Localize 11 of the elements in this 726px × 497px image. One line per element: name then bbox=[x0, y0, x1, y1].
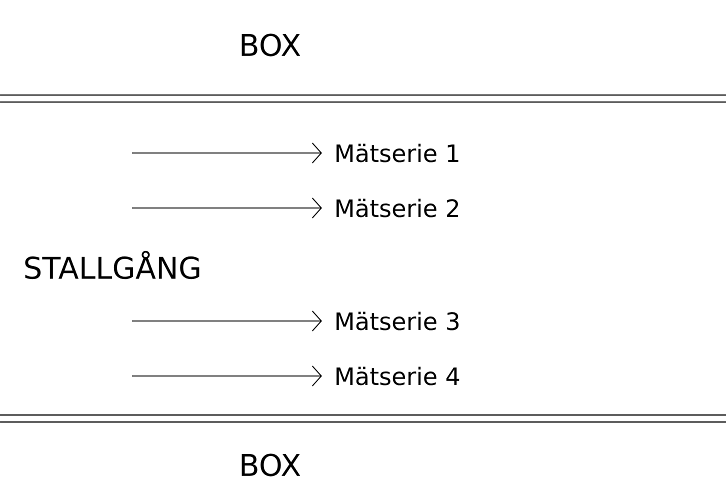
arrow bbox=[132, 366, 322, 386]
series-label: Mätserie 3 bbox=[336, 312, 459, 330]
label-text: STALLGÅNG bbox=[25, 250, 200, 280]
series-label: Mätserie 4 bbox=[336, 366, 460, 386]
arrow bbox=[132, 310, 322, 332]
label-text: BOX bbox=[242, 34, 300, 56]
label-text: BOX bbox=[242, 454, 300, 476]
arrow bbox=[132, 142, 322, 164]
series-label: Mätserie 1 bbox=[336, 144, 458, 162]
series-label: Mätserie 2 bbox=[336, 198, 458, 218]
arrow bbox=[132, 198, 322, 218]
